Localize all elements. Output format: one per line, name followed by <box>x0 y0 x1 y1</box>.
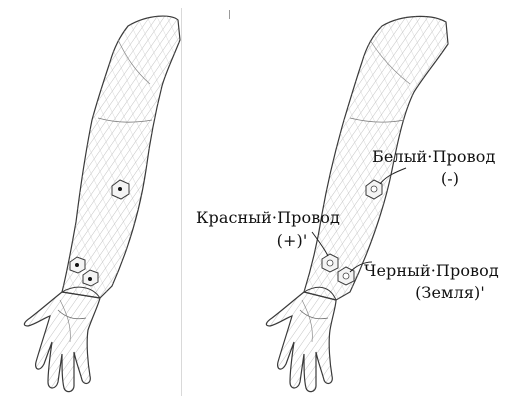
white-wire-label: Белый·Провод <box>372 147 528 166</box>
top-tick-mark <box>229 10 230 19</box>
white-wire-sign: (-) <box>372 169 528 188</box>
black-wire-ground: (Земля)' <box>380 283 520 302</box>
panel-divider <box>181 8 182 396</box>
red-wire-label: Красный·Провод <box>196 208 380 227</box>
red-wire-sign: (+)' <box>262 231 322 250</box>
left-arm-illustration <box>24 16 180 392</box>
black-wire-label: Черный·Провод <box>364 261 529 280</box>
right-arm-illustration <box>266 16 448 391</box>
right-hand <box>266 292 336 392</box>
left-hand <box>24 292 100 392</box>
